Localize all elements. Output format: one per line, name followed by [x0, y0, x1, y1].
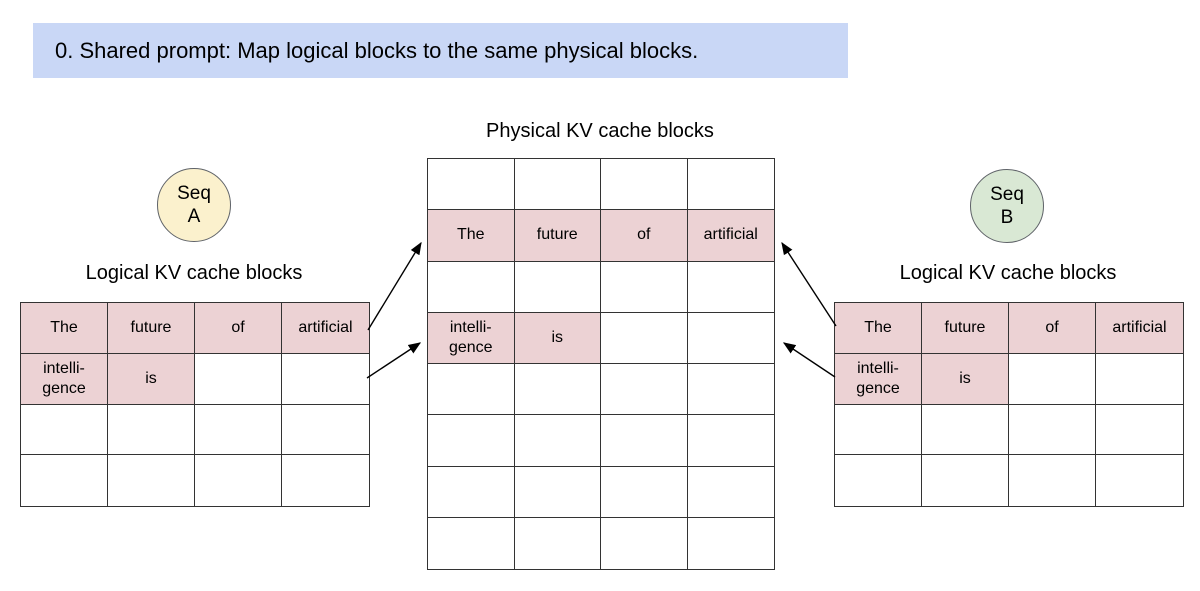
logical-b-cell-r2c0	[835, 404, 922, 456]
logical-b-cell-r3c0	[835, 455, 922, 506]
slide-title-banner: 0. Shared prompt: Map logical blocks to …	[33, 23, 848, 78]
logical-b-cell-r2c1	[922, 404, 1009, 456]
logical-a-cell-r1c1: is	[108, 353, 195, 405]
logical-b-cell-r1c2	[1009, 353, 1096, 405]
logical-a-cell-r3c3	[282, 455, 369, 506]
physical-cell-r0c0	[428, 159, 515, 211]
seq-b-badge: Seq B	[970, 169, 1044, 243]
physical-cell-r4c3	[687, 364, 774, 416]
physical-cell-r6c3	[687, 467, 774, 518]
physical-cell-r5c2	[601, 415, 688, 467]
logical-b-cell-r0c0: The	[835, 303, 922, 354]
seq-a-badge: Seq A	[157, 168, 231, 242]
logical-table-a-title: Logical KV cache blocks	[85, 262, 303, 284]
physical-cell-r7c0	[428, 517, 515, 569]
arrow-seqb-block1-to-physical-icon	[782, 342, 836, 378]
physical-cell-r1c1: future	[514, 210, 601, 262]
logical-a-cell-r3c2	[195, 455, 282, 506]
physical-cell-r2c0	[428, 261, 515, 313]
physical-cell-r4c1	[514, 364, 601, 416]
logical-table-b-title: Logical KV cache blocks	[899, 262, 1117, 284]
physical-cell-r3c2	[601, 312, 688, 364]
physical-cell-r0c2	[601, 159, 688, 211]
logical-a-cell-r0c3: artificial	[282, 303, 369, 354]
logical-a-cell-r1c3	[282, 354, 369, 405]
logical-b-cell-r1c1: is	[922, 353, 1009, 405]
logical-b-cell-r3c3	[1096, 455, 1183, 506]
logical-a-cell-r1c2	[195, 353, 282, 405]
physical-cell-r5c1	[514, 415, 601, 467]
logical-b-cell-r0c1: future	[922, 303, 1009, 354]
logical-b-cell-r0c3: artificial	[1096, 303, 1183, 354]
physical-cell-r1c0: The	[428, 210, 515, 262]
logical-a-cell-r2c3	[282, 405, 369, 456]
logical-b-cell-r1c3	[1096, 354, 1183, 405]
logical-b-cell-r3c1	[922, 455, 1009, 506]
logical-b-cell-r2c2	[1009, 404, 1096, 456]
physical-cell-r5c0	[428, 415, 515, 467]
physical-cell-r3c0: intelli- gence	[428, 312, 515, 364]
seq-b-label-line1: Seq	[990, 184, 1024, 205]
arrow-seqb-block0-to-physical-icon	[781, 241, 837, 327]
physical-table-title: Physical KV cache blocks	[486, 120, 714, 142]
slide-title-text: 0. Shared prompt: Map logical blocks to …	[55, 37, 699, 63]
physical-cell-r4c2	[601, 364, 688, 416]
physical-cell-r2c1	[514, 261, 601, 313]
logical-b-cell-r1c0: intelli- gence	[835, 353, 922, 405]
logical-a-cell-r0c1: future	[108, 303, 195, 354]
arrow-seqa-block0-to-physical-icon	[367, 241, 422, 331]
physical-cell-r6c1	[514, 466, 601, 518]
physical-cell-r3c3	[687, 313, 774, 364]
physical-cell-r0c1	[514, 159, 601, 211]
physical-cell-r2c3	[687, 262, 774, 313]
logical-a-cell-r2c0	[21, 404, 108, 456]
seq-a-label-line1: Seq	[177, 183, 211, 204]
seq-b-label-line2: B	[1000, 207, 1014, 228]
logical-a-cell-r3c0	[21, 455, 108, 506]
physical-cell-r6c0	[428, 466, 515, 518]
physical-cell-r0c3	[687, 159, 774, 211]
physical-cell-r4c0	[428, 364, 515, 416]
physical-cell-r7c1	[515, 517, 601, 569]
physical-cell-r3c1: is	[514, 312, 601, 364]
physical-cell-r2c2	[601, 261, 688, 313]
physical-cell-r5c3	[687, 415, 774, 467]
physical-cell-r7c3	[688, 518, 775, 569]
physical-cell-r1c3: artificial	[687, 210, 774, 262]
seq-a-label-line2: A	[187, 206, 201, 227]
logical-b-cell-r3c2	[1009, 455, 1096, 506]
logical-a-cell-r2c1	[108, 404, 195, 456]
logical-a-cell-r0c0: The	[21, 303, 108, 354]
arrow-seqa-block1-to-physical-icon	[366, 342, 422, 379]
logical-b-cell-r2c3	[1096, 405, 1183, 456]
physical-cell-r1c2: of	[601, 210, 688, 262]
logical-a-cell-r3c1	[108, 455, 195, 506]
physical-cell-r7c2	[601, 517, 688, 569]
logical-a-cell-r2c2	[195, 404, 282, 456]
logical-a-cell-r1c0: intelli- gence	[21, 353, 108, 405]
logical-b-cell-r0c2: of	[1009, 303, 1096, 354]
physical-cell-r6c2	[601, 466, 688, 518]
logical-a-cell-r0c2: of	[195, 303, 282, 354]
